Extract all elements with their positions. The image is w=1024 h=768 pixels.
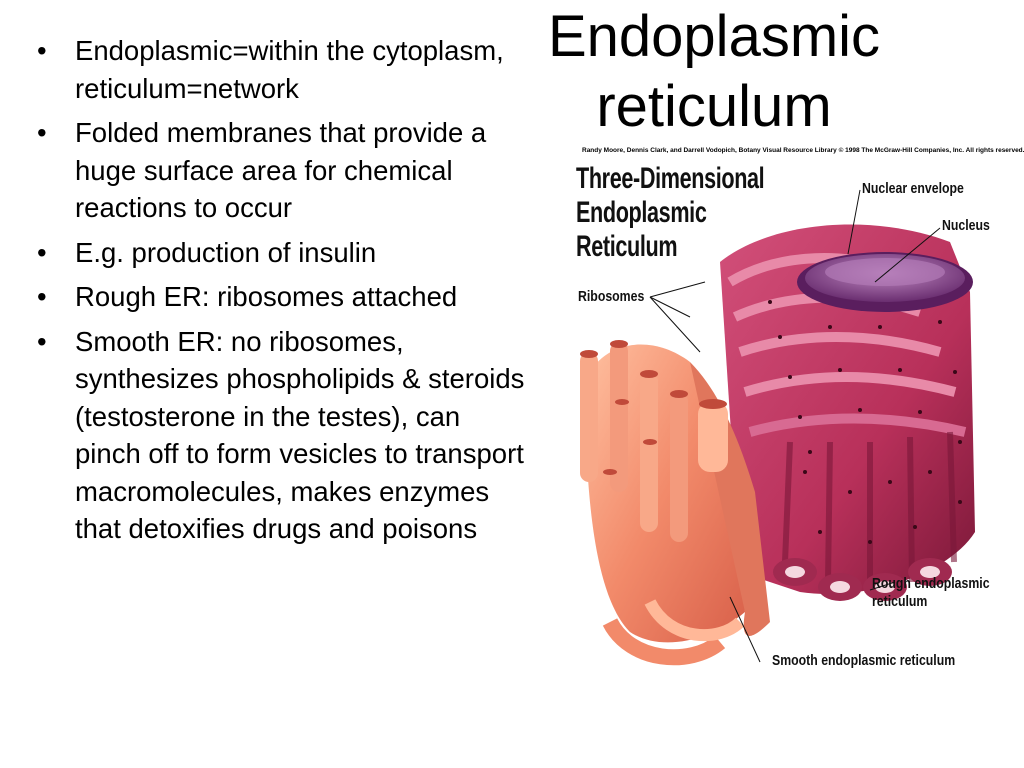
bullet-item: Folded membranes that provide a huge sur… (30, 114, 530, 227)
er-drawing (580, 189, 975, 666)
smooth-er (580, 340, 770, 666)
label-lines (649, 189, 941, 663)
figure-title-line: Three-Dimensional (576, 162, 765, 195)
figure-title-line: Reticulum (576, 230, 678, 263)
bullet-item: Rough ER: ribosomes attached (30, 278, 530, 316)
figure-title: Three-Dimensional Endoplasmic Reticulum (576, 162, 765, 264)
label-nucleus: Nucleus (942, 217, 990, 234)
label-rough-er: Rough endoplasmic (872, 575, 990, 592)
bullet-item: E.g. production of insulin (30, 234, 530, 272)
bullet-list: Endoplasmic=within the cytoplasm, reticu… (30, 32, 530, 555)
label-nuclear-envelope: Nuclear envelope (862, 180, 964, 197)
bullet-item: Endoplasmic=within the cytoplasm, reticu… (30, 32, 530, 107)
figure-credit: Randy Moore, Dennis Clark, and Darrell V… (582, 147, 1024, 154)
slide-title: Endoplasmic reticulum (547, 4, 881, 139)
er-illustration: Randy Moore, Dennis Clark, and Darrell V… (570, 142, 1024, 682)
bullet-item: Smooth ER: no ribosomes, synthesizes pho… (30, 323, 530, 548)
nucleus (797, 252, 973, 312)
label-smooth-er: Smooth endoplasmic reticulum (772, 652, 956, 669)
rough-er (720, 224, 975, 601)
label-ribosomes: Ribosomes (578, 288, 645, 305)
label-rough-er-line2: reticulum (872, 593, 928, 610)
figure-title-line: Endoplasmic (576, 196, 707, 229)
